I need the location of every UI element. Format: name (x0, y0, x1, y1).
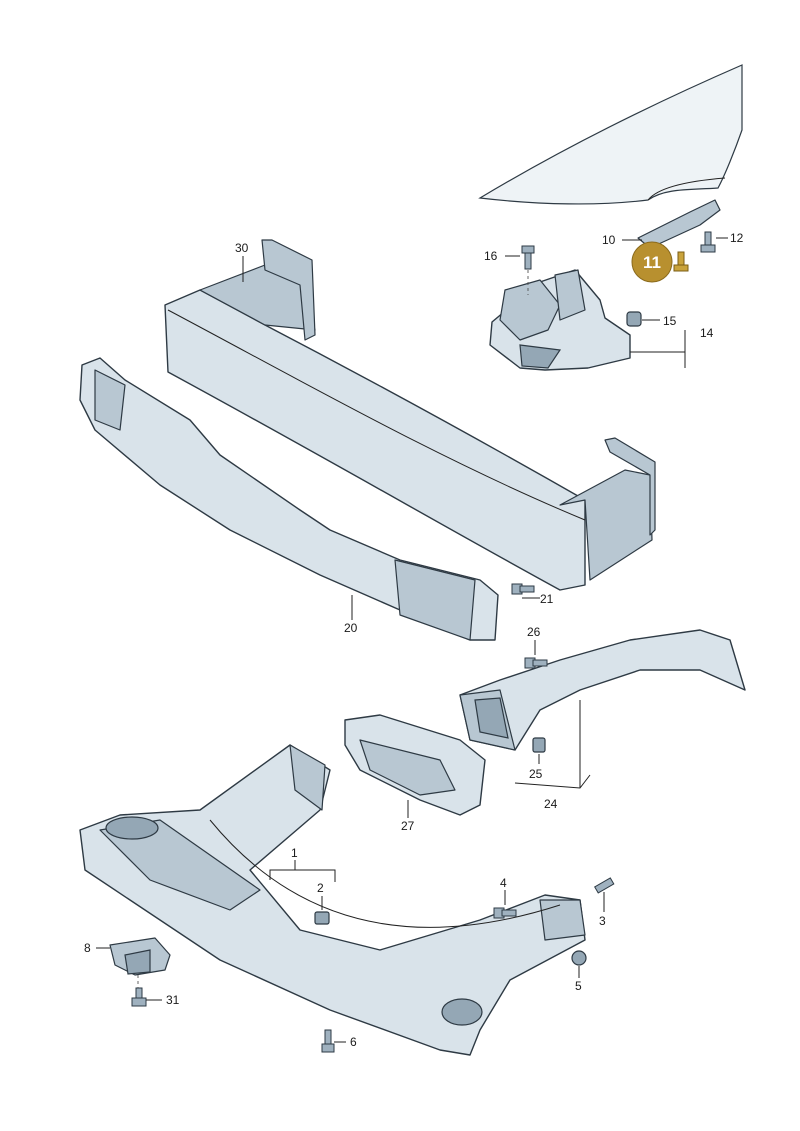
part-21-bolt (511, 583, 535, 595)
part-5-nut (571, 950, 587, 966)
label-1: 1 (291, 846, 298, 860)
part-11-bolt (673, 251, 689, 272)
label-8: 8 (84, 941, 91, 955)
part-27-air-guide (344, 714, 486, 816)
label-14: 14 (700, 326, 714, 340)
label-11: 11 (643, 253, 661, 272)
part-24-side-member (459, 629, 746, 751)
part-31-bolt (131, 987, 147, 1007)
highlight-callout-11 (631, 241, 673, 283)
part-1-subframe (79, 744, 586, 1056)
part-14-lock-carrier-bracket (489, 269, 631, 371)
label-15: 15 (663, 314, 677, 328)
part-26-bolt (524, 657, 548, 669)
label-6: 6 (350, 1035, 357, 1049)
label-27: 27 (401, 819, 415, 833)
label-20: 20 (344, 621, 358, 635)
part-3-bolt (594, 877, 615, 894)
part-16-bolt (521, 245, 535, 270)
label-31: 31 (166, 993, 180, 1007)
hood-panel (478, 64, 743, 205)
label-4: 4 (500, 876, 507, 890)
label-30: 30 (235, 241, 249, 255)
part-25-clip (532, 737, 546, 753)
part-2-nut (314, 911, 330, 925)
label-12: 12 (730, 231, 744, 245)
label-26: 26 (527, 625, 541, 639)
part-30-bumper-reinforcement (164, 239, 656, 591)
label-10: 10 (602, 233, 616, 247)
label-3: 3 (599, 914, 606, 928)
label-25: 25 (529, 767, 543, 781)
label-16: 16 (484, 249, 498, 263)
part-15-clip (626, 311, 660, 327)
label-24: 24 (544, 797, 558, 811)
label-5: 5 (575, 979, 582, 993)
part-4-bolt (493, 907, 517, 919)
part-20-impact-absorber (79, 357, 499, 641)
label-21: 21 (540, 592, 554, 606)
part-12-bolt (700, 231, 716, 253)
part-6-bolt (321, 1029, 335, 1053)
label-2: 2 (317, 881, 324, 895)
part-8-bracket (109, 937, 171, 976)
